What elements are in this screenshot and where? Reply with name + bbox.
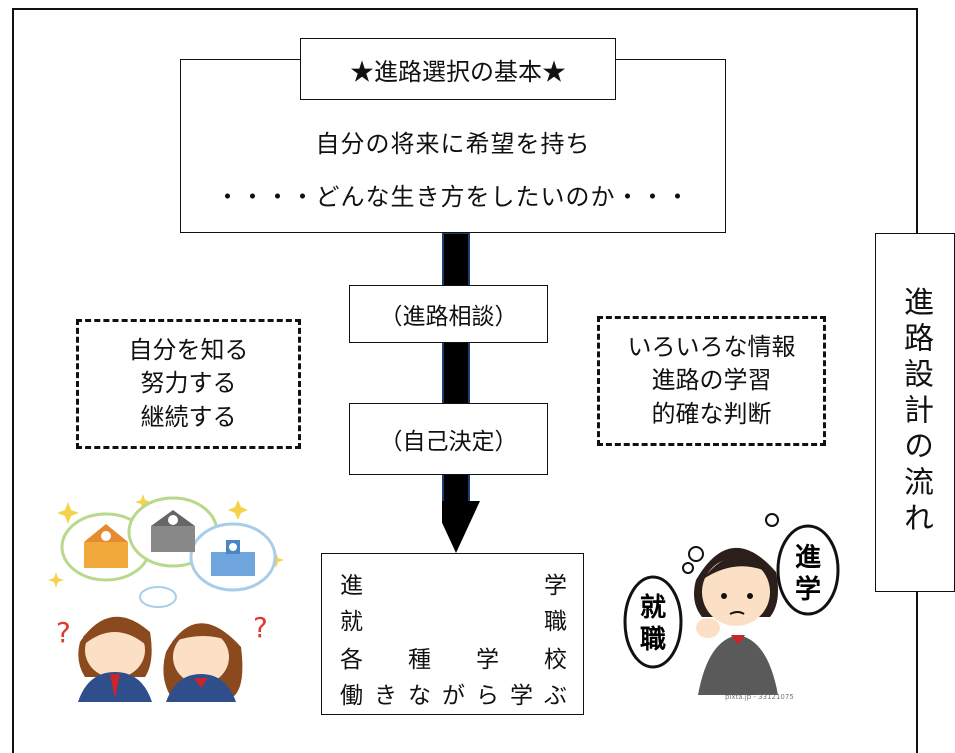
self-effort-item: 努力する — [140, 369, 237, 398]
self-effort-box: 自分を知る 努力する 継続する — [76, 319, 301, 449]
svg-text:?: ? — [56, 616, 71, 649]
option-employment: 就職 — [340, 609, 567, 635]
information-item: いろいろな情報 — [627, 332, 796, 361]
self-effort-item: 自分を知る — [128, 335, 249, 364]
information-item: 進路の学習 — [651, 366, 772, 395]
information-box: いろいろな情報 進路の学習 的確な判断 — [597, 316, 826, 446]
bubble-left-char: 就 — [640, 593, 666, 623]
main-text-line2: ・・・・どんな生き方をしたいのか・・・ — [215, 183, 691, 211]
school-icon — [151, 510, 195, 552]
pondering-student — [694, 547, 778, 695]
option-work-and-study: 働きながら学ぶ — [340, 683, 567, 709]
self-effort-item: 継続する — [140, 402, 237, 431]
student-choice-illustration: 進 学 就 職 — [623, 513, 840, 695]
step-self-decision: （自己決定） — [349, 403, 548, 475]
bubble-right-char: 進 — [795, 543, 821, 573]
svg-text:?: ? — [253, 611, 268, 644]
step-career-consultation: （進路相談） — [349, 285, 548, 343]
image-credit: pixta.jp - 33121075 — [725, 693, 794, 701]
speech-bubble-icon — [623, 575, 683, 669]
side-label: 進路設計の流れ — [875, 233, 955, 592]
main-text-line1: 自分の将来に希望を持ち — [315, 130, 591, 158]
speech-bubble-icon — [776, 524, 840, 616]
option-higher-education: 進学 — [340, 573, 567, 599]
career-options-box: 進学 就職 各種学校 働きながら学ぶ — [321, 553, 584, 715]
bubble-right-char: 学 — [795, 574, 821, 605]
girl-student — [163, 623, 243, 702]
information-item: 的確な判断 — [651, 399, 772, 428]
flow-arrow — [442, 233, 480, 553]
bubble-left-char: 職 — [640, 625, 666, 655]
school-icon — [211, 540, 255, 576]
diagram-title: ★進路選択の基本★ — [300, 38, 616, 100]
students-thinking-illustration: ? ? — [48, 494, 284, 702]
boy-student — [78, 616, 152, 702]
school-icon — [84, 524, 128, 568]
option-vocational-school: 各種学校 — [340, 647, 567, 673]
